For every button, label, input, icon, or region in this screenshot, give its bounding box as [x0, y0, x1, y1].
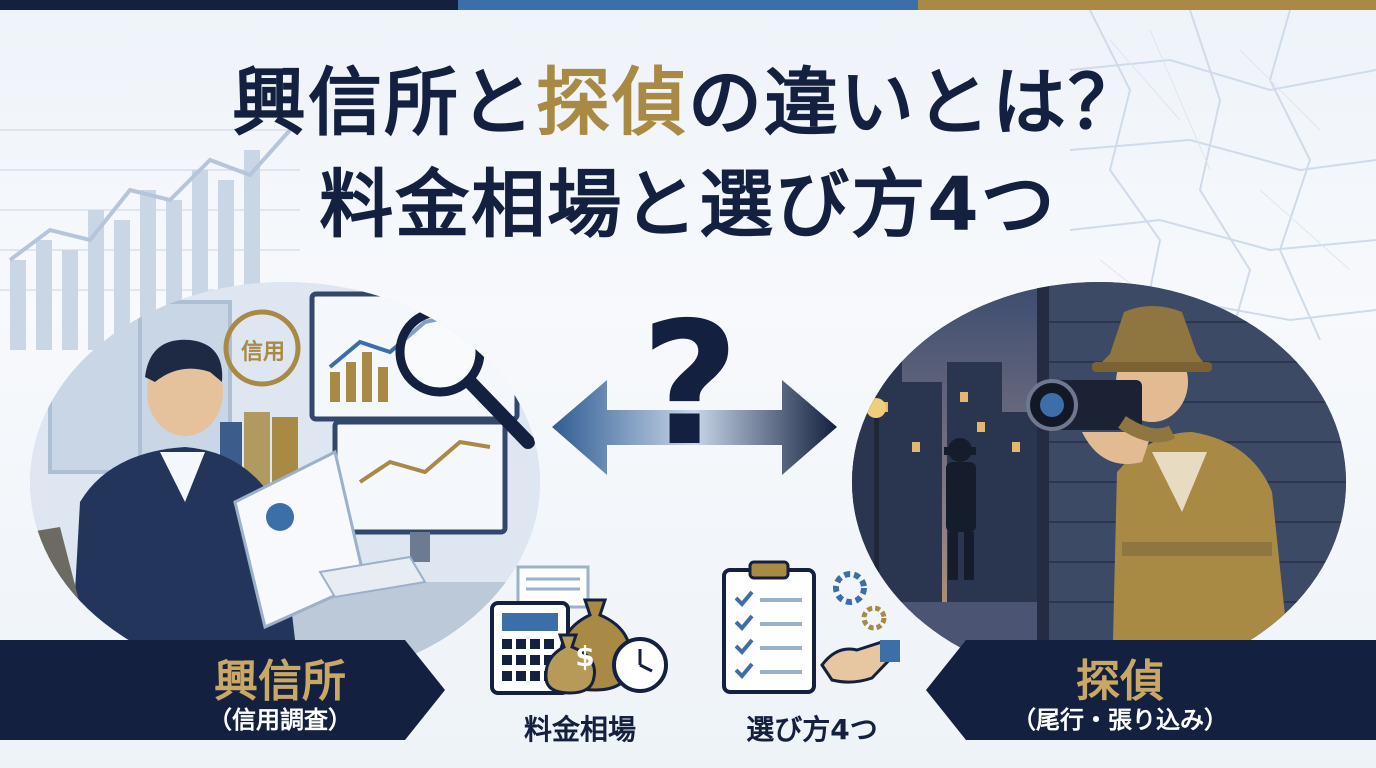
top-color-bar: [0, 0, 1376, 10]
right-label-main: 探偵: [1076, 656, 1164, 707]
question-mark: ?: [640, 286, 740, 484]
title-part-a: 興信所と: [232, 60, 536, 146]
right-label-bar: [926, 640, 1376, 740]
office-scene: 信用: [30, 282, 540, 682]
left-label-main: 興信所: [214, 656, 346, 707]
right-label-sub: （尾行・張り込み）: [1012, 706, 1228, 734]
left-label-sub: （信用調査）: [208, 706, 352, 734]
currency-symbol: $: [575, 640, 595, 673]
selection-caption: 選び方4つ: [746, 713, 878, 746]
selection-icon: [722, 560, 900, 694]
page-title-line2: 料金相場と選び方4つ: [319, 162, 1057, 248]
office-illustration: [30, 282, 540, 682]
left-label-bar: [0, 640, 445, 740]
detective-scene: [852, 282, 1346, 682]
stamp-text: 信用: [240, 340, 285, 365]
comparison-arrows: [552, 380, 837, 475]
title-part-b: 探偵: [536, 60, 688, 146]
pricing-caption: 料金相場: [523, 713, 636, 746]
pricing-icon: [490, 565, 668, 695]
page-title-line1: 興信所と探偵の違いとは？: [0, 58, 1376, 148]
detective-illustration: [852, 282, 1346, 682]
title-part-c: の違いとは？: [688, 60, 1144, 146]
